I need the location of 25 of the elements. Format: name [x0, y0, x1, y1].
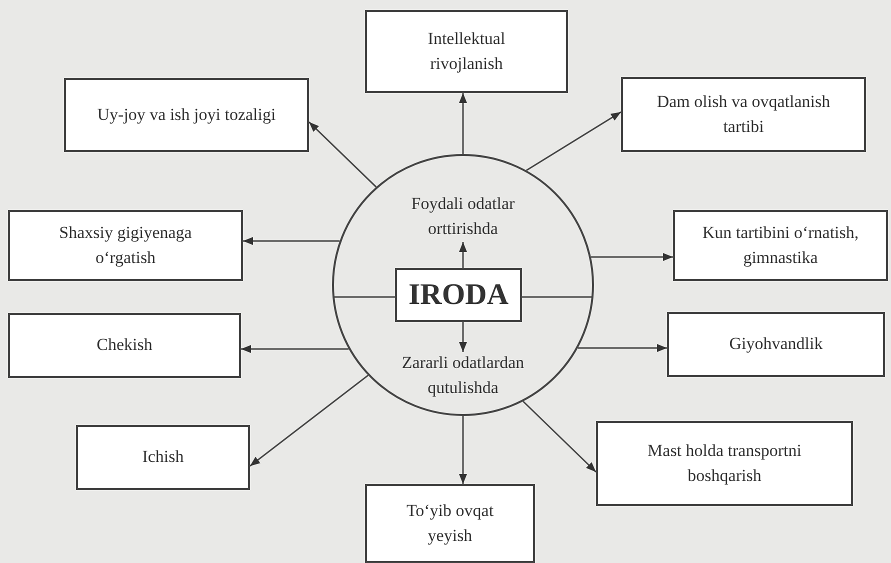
arrow [459, 93, 467, 154]
text-box: Mast holda transportni boshqarish [596, 421, 853, 506]
text-box: To‘yib ovqat yeyish [365, 484, 535, 563]
arrow [522, 400, 597, 473]
arrow [590, 253, 673, 261]
text-box: Dam olish va ovqatlanish tartibi [621, 77, 866, 152]
arrow [526, 111, 622, 171]
arrow [578, 344, 667, 352]
text-box: Chekish [8, 313, 241, 378]
arrow [308, 121, 377, 188]
text-box: Kun tartibini o‘rnatish, gimnastika [673, 210, 888, 281]
text-box: Ichish [76, 425, 250, 490]
text-box: Intellektual rivojlanish [365, 10, 568, 93]
text-box: Shaxsiy gigiyenaga o‘rgatish [8, 210, 243, 281]
arrow [250, 374, 369, 467]
text-box: Uy-joy va ish joyi tozaligi [64, 78, 309, 152]
text-box: IRODA [395, 268, 522, 322]
arrow [459, 242, 467, 268]
arrow [243, 237, 340, 245]
caption-text: Foydali odatlar orttirishda [398, 192, 528, 242]
caption-text: Zararli odatlardan qutulishda [382, 352, 544, 400]
text-box: Giyohvandlik [667, 312, 885, 377]
arrow [459, 322, 467, 352]
arrow [459, 416, 467, 484]
arrow [241, 345, 349, 353]
